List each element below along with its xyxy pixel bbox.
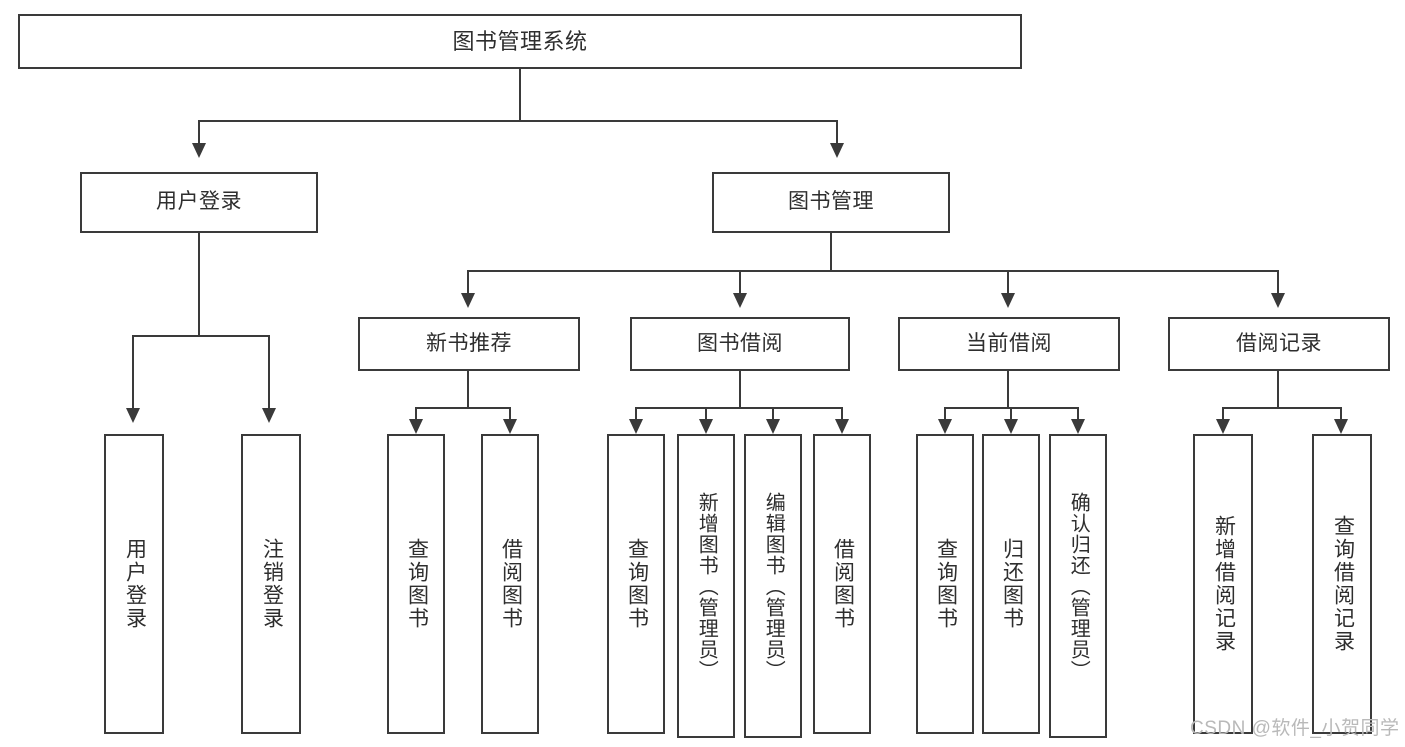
connector-book-management-bus: [467, 270, 1279, 272]
arrow-bm-to-borrow-record: [1271, 293, 1285, 308]
arrow-bm-to-new-book: [461, 293, 475, 308]
arrow-book-borrow-to-leaf-4: [835, 419, 849, 434]
arrow-root-to-user-login: [192, 143, 206, 158]
node-label: 新书推荐: [426, 331, 512, 355]
connector-current-borrow-to-leaf-3: [1077, 407, 1079, 421]
leaf-label: 注销登录: [260, 538, 284, 630]
connector-root-to-user-login: [198, 120, 200, 146]
connector-new-book-to-leaf-2: [509, 407, 511, 421]
arrow-new-book-to-leaf-2: [503, 419, 517, 434]
node-user-login[interactable]: 用户登录: [80, 172, 318, 233]
leaf-query-book-current[interactable]: 查询图书: [916, 434, 974, 734]
leaf-query-borrow-record[interactable]: 查询借阅记录: [1312, 434, 1372, 734]
node-label: 图书借阅: [697, 331, 783, 355]
connector-user-login-bus: [132, 335, 270, 337]
watermark-text: CSDN @软件_小贺同学: [1190, 718, 1400, 739]
connector-book-borrow-to-leaf-1: [635, 407, 637, 421]
arrow-new-book-to-leaf-1: [409, 419, 423, 434]
node-root-book-management-system[interactable]: 图书管理系统: [18, 14, 1022, 69]
connector-bm-to-borrow-record: [1277, 270, 1279, 296]
connector-borrow-record-bus: [1222, 407, 1342, 409]
connector-book-borrow-bus: [635, 407, 843, 409]
leaf-label: 查询借阅记录: [1331, 515, 1355, 653]
connector-book-borrow-to-leaf-4: [841, 407, 843, 421]
connector-book-borrow-stem: [739, 371, 741, 409]
arrow-current-borrow-to-leaf-3: [1071, 419, 1085, 434]
connector-new-book-bus: [415, 407, 511, 409]
node-label: 借阅记录: [1236, 331, 1322, 355]
leaf-return-book[interactable]: 归还图书: [982, 434, 1040, 734]
connector-borrow-record-to-leaf-1: [1222, 407, 1224, 421]
arrow-book-borrow-to-leaf-3: [766, 419, 780, 434]
leaf-add-book-admin[interactable]: 新增图书（管理员）: [677, 434, 735, 738]
arrow-root-to-book-management: [830, 143, 844, 158]
node-new-book-recommend[interactable]: 新书推荐: [358, 317, 580, 371]
arrow-book-borrow-to-leaf-1: [629, 419, 643, 434]
node-label: 当前借阅: [966, 331, 1052, 355]
arrow-borrow-record-to-leaf-1: [1216, 419, 1230, 434]
connector-current-borrow-to-leaf-2: [1010, 407, 1012, 421]
arrow-user-login-to-leaf-1: [126, 408, 140, 423]
arrow-borrow-record-to-leaf-2: [1334, 419, 1348, 434]
connector-current-borrow-to-leaf-1: [944, 407, 946, 421]
connector-root-to-book-management: [836, 120, 838, 146]
leaf-borrow-book-recommend[interactable]: 借阅图书: [481, 434, 539, 734]
node-borrow-record[interactable]: 借阅记录: [1168, 317, 1390, 371]
leaf-label: 确认归还（管理员）: [1067, 491, 1090, 681]
connector-new-book-stem: [467, 371, 469, 409]
node-label: 图书管理系统: [452, 28, 588, 54]
connector-book-borrow-to-leaf-2: [705, 407, 707, 421]
leaf-label: 借阅图书: [831, 538, 855, 630]
node-label: 图书管理: [788, 190, 874, 214]
connector-root-stem: [519, 69, 521, 121]
leaf-add-borrow-record[interactable]: 新增借阅记录: [1193, 434, 1253, 734]
leaf-user-login[interactable]: 用户登录: [104, 434, 164, 734]
arrow-user-login-to-leaf-2: [262, 408, 276, 423]
connector-current-borrow-stem: [1007, 371, 1009, 409]
leaf-label: 归还图书: [1000, 538, 1024, 630]
connector-root-bus: [198, 120, 838, 122]
connector-borrow-record-stem: [1277, 371, 1279, 409]
arrow-bm-to-current-borrow: [1001, 293, 1015, 308]
leaf-query-book-borrow[interactable]: 查询图书: [607, 434, 665, 734]
connector-book-management-stem: [830, 233, 832, 271]
leaf-label: 借阅图书: [499, 538, 523, 630]
arrow-current-borrow-to-leaf-1: [938, 419, 952, 434]
arrow-book-borrow-to-leaf-2: [699, 419, 713, 434]
connector-user-login-stem: [198, 233, 200, 336]
connector-user-login-to-leaf-1: [132, 335, 134, 411]
leaf-borrow-book[interactable]: 借阅图书: [813, 434, 871, 734]
leaf-label: 编辑图书（管理员）: [762, 491, 785, 681]
leaf-label: 新增图书（管理员）: [695, 491, 718, 681]
connector-borrow-record-to-leaf-2: [1340, 407, 1342, 421]
arrow-current-borrow-to-leaf-2: [1004, 419, 1018, 434]
connector-bm-to-book-borrow: [739, 270, 741, 296]
leaf-label: 用户登录: [123, 538, 147, 630]
connector-bm-to-current-borrow: [1007, 270, 1009, 296]
connector-book-borrow-to-leaf-3: [772, 407, 774, 421]
node-label: 用户登录: [156, 190, 242, 214]
node-book-borrow[interactable]: 图书借阅: [630, 317, 850, 371]
leaf-label: 查询图书: [934, 538, 958, 630]
leaf-label: 查询图书: [625, 538, 649, 630]
leaf-query-book-recommend[interactable]: 查询图书: [387, 434, 445, 734]
leaf-logout[interactable]: 注销登录: [241, 434, 301, 734]
connector-user-login-to-leaf-2: [268, 335, 270, 411]
node-current-borrow[interactable]: 当前借阅: [898, 317, 1120, 371]
leaf-edit-book-admin[interactable]: 编辑图书（管理员）: [744, 434, 802, 738]
leaf-label: 新增借阅记录: [1212, 515, 1236, 653]
connector-new-book-to-leaf-1: [415, 407, 417, 421]
leaf-confirm-return-admin[interactable]: 确认归还（管理员）: [1049, 434, 1107, 738]
arrow-bm-to-book-borrow: [733, 293, 747, 308]
connector-bm-to-new-book: [467, 270, 469, 296]
leaf-label: 查询图书: [405, 538, 429, 630]
node-book-management[interactable]: 图书管理: [712, 172, 950, 233]
